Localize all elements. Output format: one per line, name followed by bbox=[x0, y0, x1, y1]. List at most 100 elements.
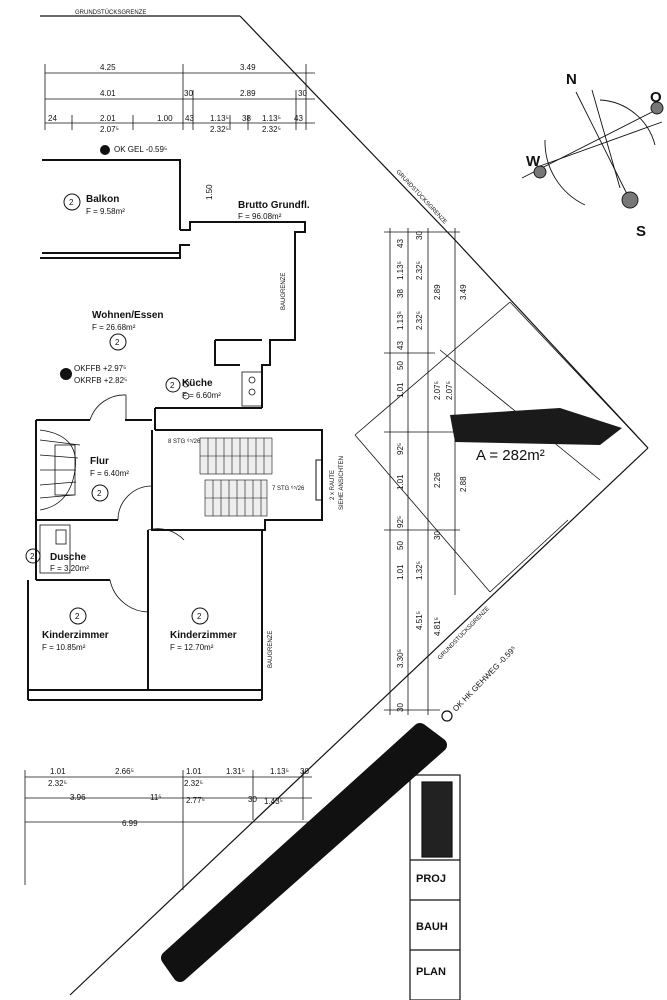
svg-text:2: 2 bbox=[115, 338, 120, 347]
bottom-dims-row1: 1.01 2.66⁵ 1.01 1.31⁵ 1.13⁵ 30 2.32⁵ 2.3… bbox=[48, 767, 309, 788]
svg-text:2.32⁵: 2.32⁵ bbox=[184, 779, 203, 788]
compass-west: W bbox=[526, 153, 541, 170]
svg-text:1.43⁵: 1.43⁵ bbox=[264, 797, 283, 806]
svg-text:F = 3.20m²: F = 3.20m² bbox=[50, 564, 89, 573]
svg-text:3.96: 3.96 bbox=[70, 793, 86, 802]
dim-top-2b: 30 bbox=[184, 89, 193, 98]
svg-text:2.66⁵: 2.66⁵ bbox=[115, 767, 134, 776]
svg-text:F = 12.70m²: F = 12.70m² bbox=[170, 643, 214, 652]
svg-text:2: 2 bbox=[97, 489, 102, 498]
svg-text:2: 2 bbox=[75, 612, 80, 621]
spiral-stair bbox=[39, 429, 81, 511]
stair-label-7stg: 7 STG ⁶⁵/26 bbox=[272, 485, 305, 492]
svg-text:2: 2 bbox=[69, 198, 74, 207]
top-dimension-chains bbox=[44, 64, 315, 130]
room-wohnen-essen: Wohnen/Essen F = 26.68m² 2 bbox=[92, 310, 164, 351]
room-kinderzimmer-1: 2 Kinderzimmer F = 10.85m² bbox=[42, 607, 109, 652]
bottom-dim-total: 6.99 bbox=[122, 819, 138, 828]
bottom-dimension-chains bbox=[24, 770, 312, 890]
title-block bbox=[409, 774, 461, 1000]
stair-label-8stg: 8 STG ⁶⁵/26 bbox=[168, 438, 201, 445]
level-ok-gel: OK GEL -0.59⁵ bbox=[114, 145, 167, 154]
svg-text:Balkon: Balkon bbox=[86, 194, 119, 205]
level-marker-icon bbox=[100, 145, 110, 155]
svg-text:F = 6.40m²: F = 6.40m² bbox=[90, 469, 129, 478]
svg-text:3.49: 3.49 bbox=[459, 284, 468, 300]
svg-text:Wohnen/Essen: Wohnen/Essen bbox=[92, 310, 164, 321]
svg-text:43: 43 bbox=[396, 341, 405, 350]
right-dims-col4: 3.49 2.07⁵ 2.88 4.81⁵ bbox=[433, 284, 468, 636]
dim-top-3b: 2.01 bbox=[100, 114, 116, 123]
dim-top-3e: 43 bbox=[185, 114, 194, 123]
window-raute bbox=[315, 459, 323, 501]
stair-flight-upper bbox=[199, 437, 273, 475]
compass-south: S bbox=[636, 223, 646, 240]
svg-text:30: 30 bbox=[300, 767, 309, 776]
redaction-mark-upper bbox=[450, 408, 622, 445]
dim-top-3a: 24 bbox=[48, 114, 57, 123]
svg-text:50: 50 bbox=[396, 361, 405, 370]
svg-text:30: 30 bbox=[396, 703, 405, 712]
compass-north: N bbox=[566, 71, 577, 88]
svg-text:43: 43 bbox=[396, 239, 405, 248]
raute-label-2: SIEHE ANSICHTEN bbox=[339, 456, 345, 510]
level-okffb: OKFFB +2.97⁵ OKRFB +2.82⁵ bbox=[60, 364, 127, 385]
bottom-dims-row2: 3.96 11⁵ 2.77⁵ 30 1.43⁵ bbox=[70, 793, 283, 806]
svg-text:2: 2 bbox=[170, 381, 175, 390]
shower-fixtures bbox=[39, 524, 71, 574]
dim-top-2c: 2.89 bbox=[240, 89, 256, 98]
room-balkon: 2 Balkon F = 9.58m² bbox=[63, 193, 125, 216]
dim-top-3c: 2.07⁵ bbox=[100, 125, 119, 134]
dim-top-3g: 2.32⁵ bbox=[210, 125, 229, 134]
dim-top-3j: 2.32⁵ bbox=[262, 125, 281, 134]
compass-rose bbox=[521, 89, 664, 209]
svg-text:OKFFB +2.97⁵: OKFFB +2.97⁵ bbox=[74, 364, 126, 373]
svg-text:Küche: Küche bbox=[182, 378, 213, 389]
svg-text:30: 30 bbox=[433, 531, 442, 540]
svg-text:2.32⁵: 2.32⁵ bbox=[415, 311, 424, 330]
dim-top-3i: 1.13⁵ bbox=[262, 114, 281, 123]
svg-text:2.07⁵: 2.07⁵ bbox=[433, 381, 442, 400]
dim-top-2a: 4.01 bbox=[100, 89, 116, 98]
kitchen-fixtures bbox=[182, 371, 263, 407]
site-area-label: A = 282m² bbox=[476, 447, 545, 464]
svg-text:2.26: 2.26 bbox=[433, 472, 442, 488]
level-dim-150: 1.50 bbox=[205, 184, 214, 200]
door-swings bbox=[89, 394, 185, 613]
svg-text:2.32⁵: 2.32⁵ bbox=[48, 779, 67, 788]
svg-text:1.32⁵: 1.32⁵ bbox=[415, 561, 424, 580]
svg-text:50: 50 bbox=[396, 541, 405, 550]
svg-text:2.07⁵: 2.07⁵ bbox=[445, 381, 454, 400]
svg-text:1.01: 1.01 bbox=[396, 474, 405, 490]
svg-text:1.01: 1.01 bbox=[186, 767, 202, 776]
svg-text:92⁵: 92⁵ bbox=[396, 443, 405, 455]
baugrenze-label-lower: BAUGRENZE bbox=[268, 631, 274, 668]
svg-text:1.13⁵: 1.13⁵ bbox=[396, 261, 405, 280]
svg-text:2.89: 2.89 bbox=[433, 284, 442, 300]
svg-text:4.51⁵: 4.51⁵ bbox=[415, 611, 424, 630]
svg-text:92⁵: 92⁵ bbox=[396, 516, 405, 528]
svg-text:2: 2 bbox=[197, 612, 202, 621]
svg-text:1.01: 1.01 bbox=[396, 564, 405, 580]
svg-text:OKRFB +2.82⁵: OKRFB +2.82⁵ bbox=[74, 376, 127, 385]
svg-text:F = 10.85m²: F = 10.85m² bbox=[42, 643, 86, 652]
property-boundary bbox=[40, 15, 649, 996]
svg-text:1.13⁵: 1.13⁵ bbox=[270, 767, 289, 776]
svg-text:Brutto Grundfl.: Brutto Grundfl. bbox=[238, 200, 310, 211]
right-dims-col2: 30 2.32⁵ 2.32⁵ 1.32⁵ 4.51⁵ bbox=[415, 231, 424, 630]
svg-text:30: 30 bbox=[415, 231, 424, 240]
svg-text:F = 9.58m²: F = 9.58m² bbox=[86, 207, 125, 216]
svg-text:2.32⁵: 2.32⁵ bbox=[415, 261, 424, 280]
dim-top-1b: 3.49 bbox=[240, 63, 256, 72]
svg-text:11⁵: 11⁵ bbox=[150, 793, 162, 802]
svg-text:Kinderzimmer: Kinderzimmer bbox=[170, 630, 237, 641]
stamp-bauh: BAUH bbox=[416, 921, 448, 933]
baugrenze-label-upper: BAUGRENZE bbox=[281, 273, 287, 310]
right-dims-col3: 2.89 2.07⁵ 2.26 30 bbox=[433, 284, 442, 540]
svg-text:F = 26.68m²: F = 26.68m² bbox=[92, 323, 136, 332]
svg-text:4.81⁵: 4.81⁵ bbox=[433, 617, 442, 636]
compass-east: O bbox=[650, 89, 662, 106]
svg-text:F = 96.08m²: F = 96.08m² bbox=[238, 212, 282, 221]
raute-label-1: 2 x RAUTE bbox=[330, 470, 336, 500]
